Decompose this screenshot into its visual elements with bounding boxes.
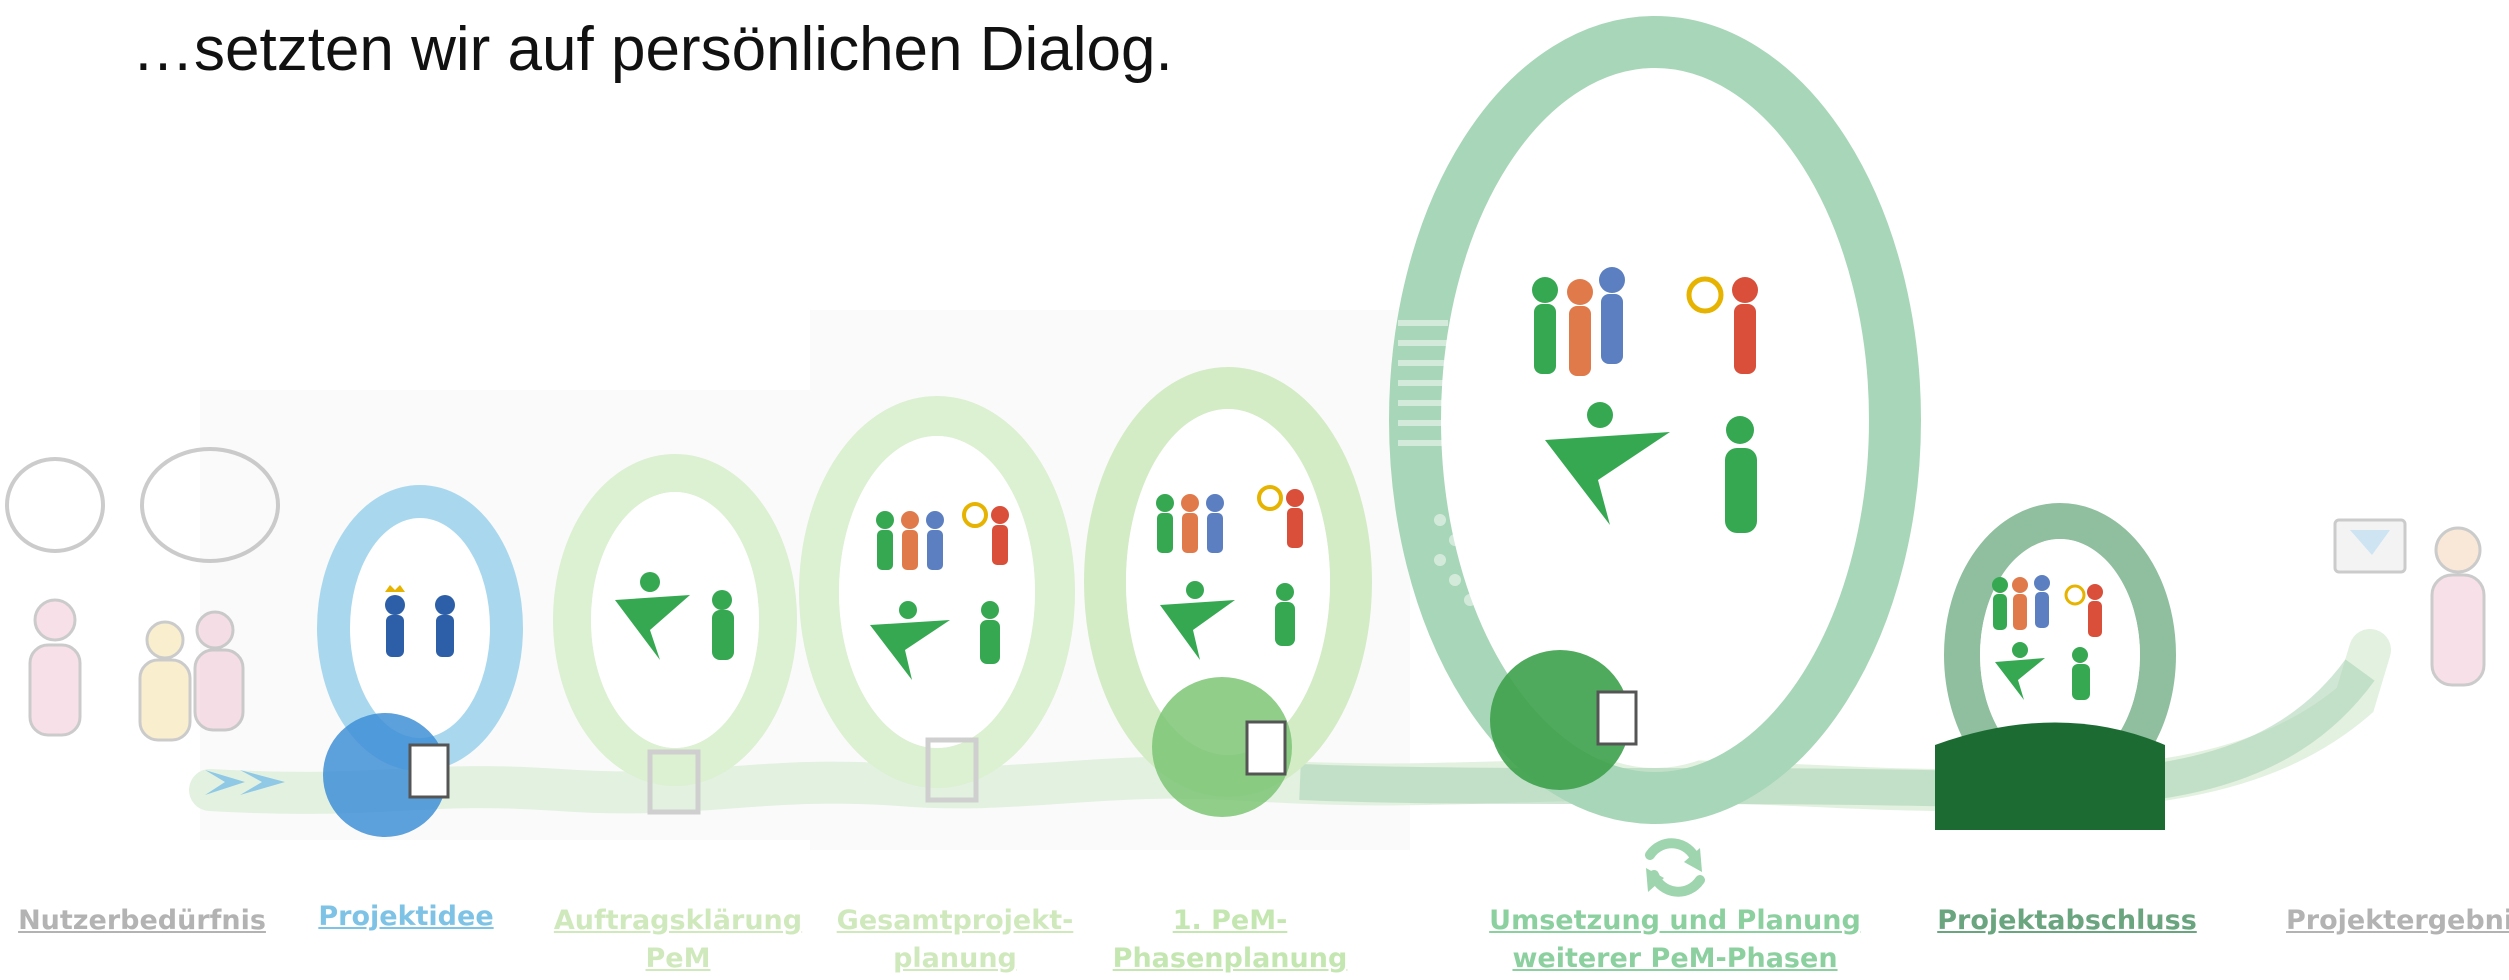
refresh-icon <box>1645 838 1705 897</box>
people-group-abschluss <box>1992 575 2103 700</box>
stage-label-nutzerbeduerfnis[interactable]: Nutzerbedürfnis <box>18 905 266 936</box>
nutzer-figures-icon <box>5 447 280 742</box>
stage-label-projektabschluss[interactable]: Projektabschluss <box>1937 905 2197 936</box>
people-group-projektidee <box>385 585 455 657</box>
loop-pem-phasenplanung <box>1084 367 1372 817</box>
loop-projektabschluss <box>1935 503 2176 830</box>
people-group-umsetzung <box>1532 267 1758 533</box>
ergebnis-figures-icon <box>2333 518 2486 687</box>
loop-gesamtprojektplanung <box>799 396 1075 788</box>
stage-label-auftragsklaerung[interactable]: Auftragsklärung PeM <box>553 905 803 974</box>
stage-label-projektergebnis[interactable]: Projektergebnis <box>2286 905 2509 936</box>
people-group-pem <box>1156 485 1304 660</box>
loop-umsetzung <box>1389 16 1921 824</box>
stage-label-umsetzung[interactable]: Umsetzung und Planung weiterer PeM-Phase… <box>1489 905 1861 974</box>
start-arrow-icon <box>205 770 285 795</box>
door-icon <box>647 737 979 815</box>
stage-label-pem-phasenplanung[interactable]: 1. PeM- Phasenplanung <box>1112 905 1348 974</box>
headline: …setzten wir auf persönlichen Dialog. <box>132 15 1173 84</box>
stage-label-projektidee[interactable]: Projektidee <box>318 901 494 932</box>
door-icon <box>408 690 1638 799</box>
loop-auftragsklaerung <box>553 454 797 786</box>
people-group-gesamt <box>870 502 1009 680</box>
stage-label-gesamtprojektplanung[interactable]: Gesamtprojekt- planung <box>836 905 1074 974</box>
people-group-auftrag <box>615 572 734 660</box>
